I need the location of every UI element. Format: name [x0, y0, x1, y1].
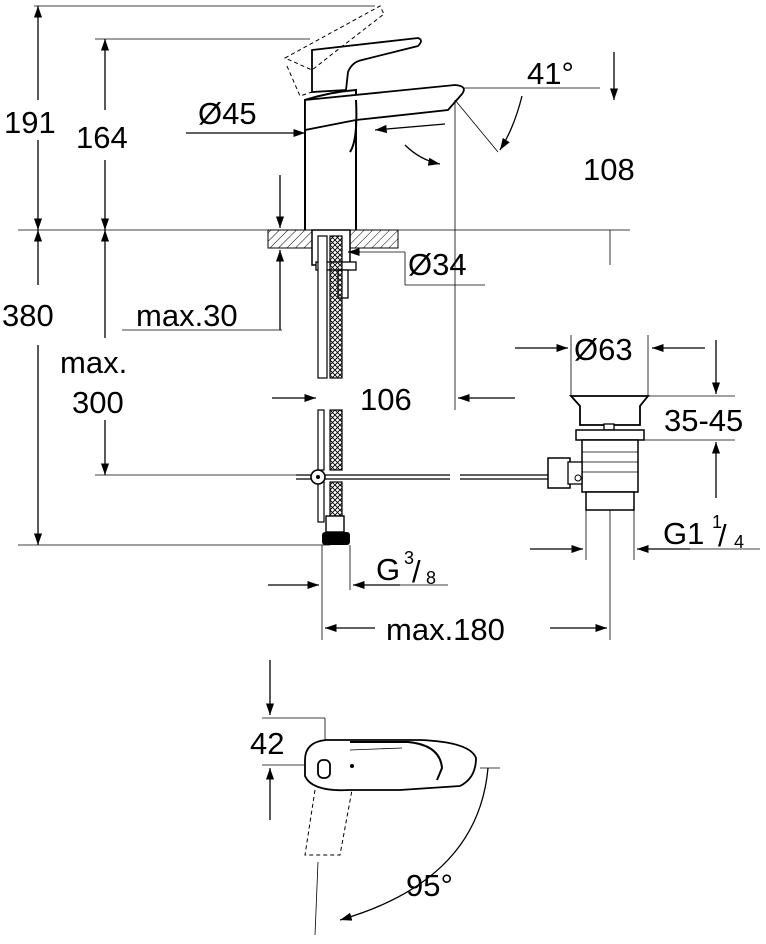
hose-offset-dimension [272, 170, 515, 410]
handle-offset-label: 42 [250, 726, 284, 761]
waste-range-label: 35-45 [664, 403, 743, 438]
waste-thread-slash: / [718, 518, 727, 553]
inlet-thread-dimension [268, 545, 448, 640]
waste-diameter-label: Ø63 [574, 332, 633, 367]
hose-offset-label: 106 [360, 382, 412, 417]
waste-thread-dimension [530, 510, 760, 560]
waste-thread-denominator: 4 [734, 532, 744, 552]
hole-diameter-dimension [348, 247, 485, 286]
inlet-thread-slash: / [412, 554, 421, 589]
height-380-label: 380 [2, 298, 54, 333]
waste-range-dimension [644, 340, 735, 498]
angle-41-dimension: 41° [374, 52, 619, 170]
max-width-label: max.180 [386, 612, 505, 647]
hose-length-label-1: max. [60, 345, 127, 380]
hose-length-label-2: 300 [72, 385, 124, 420]
waste-diameter-dimension [515, 335, 705, 396]
spout-diameter-label: Ø45 [198, 96, 257, 131]
max-width-dimension [325, 230, 611, 640]
faucet-handle [283, 5, 422, 97]
supply-hoses [317, 235, 350, 545]
waste-fitting [547, 395, 650, 511]
height-191-label: 191 [4, 105, 56, 140]
inlet-thread-main: G [376, 552, 400, 587]
height-164-label: 164 [76, 120, 128, 155]
handle-angle-label: 41° [527, 56, 574, 91]
inlet-thread-denominator: 8 [426, 568, 436, 588]
top-view [262, 660, 500, 936]
rotation-angle-label: 95° [406, 868, 453, 903]
inlet-thread-numerator: 3 [404, 548, 414, 568]
waste-thread-main: G1 [663, 516, 704, 551]
popup-rod [296, 469, 550, 485]
hole-diameter-label: Ø34 [408, 247, 467, 282]
spout-reach-label: 108 [583, 152, 635, 187]
waste-thread-numerator: 1 [712, 512, 722, 532]
faucet-body [304, 84, 465, 230]
deck-thickness-label: max.30 [136, 298, 238, 333]
